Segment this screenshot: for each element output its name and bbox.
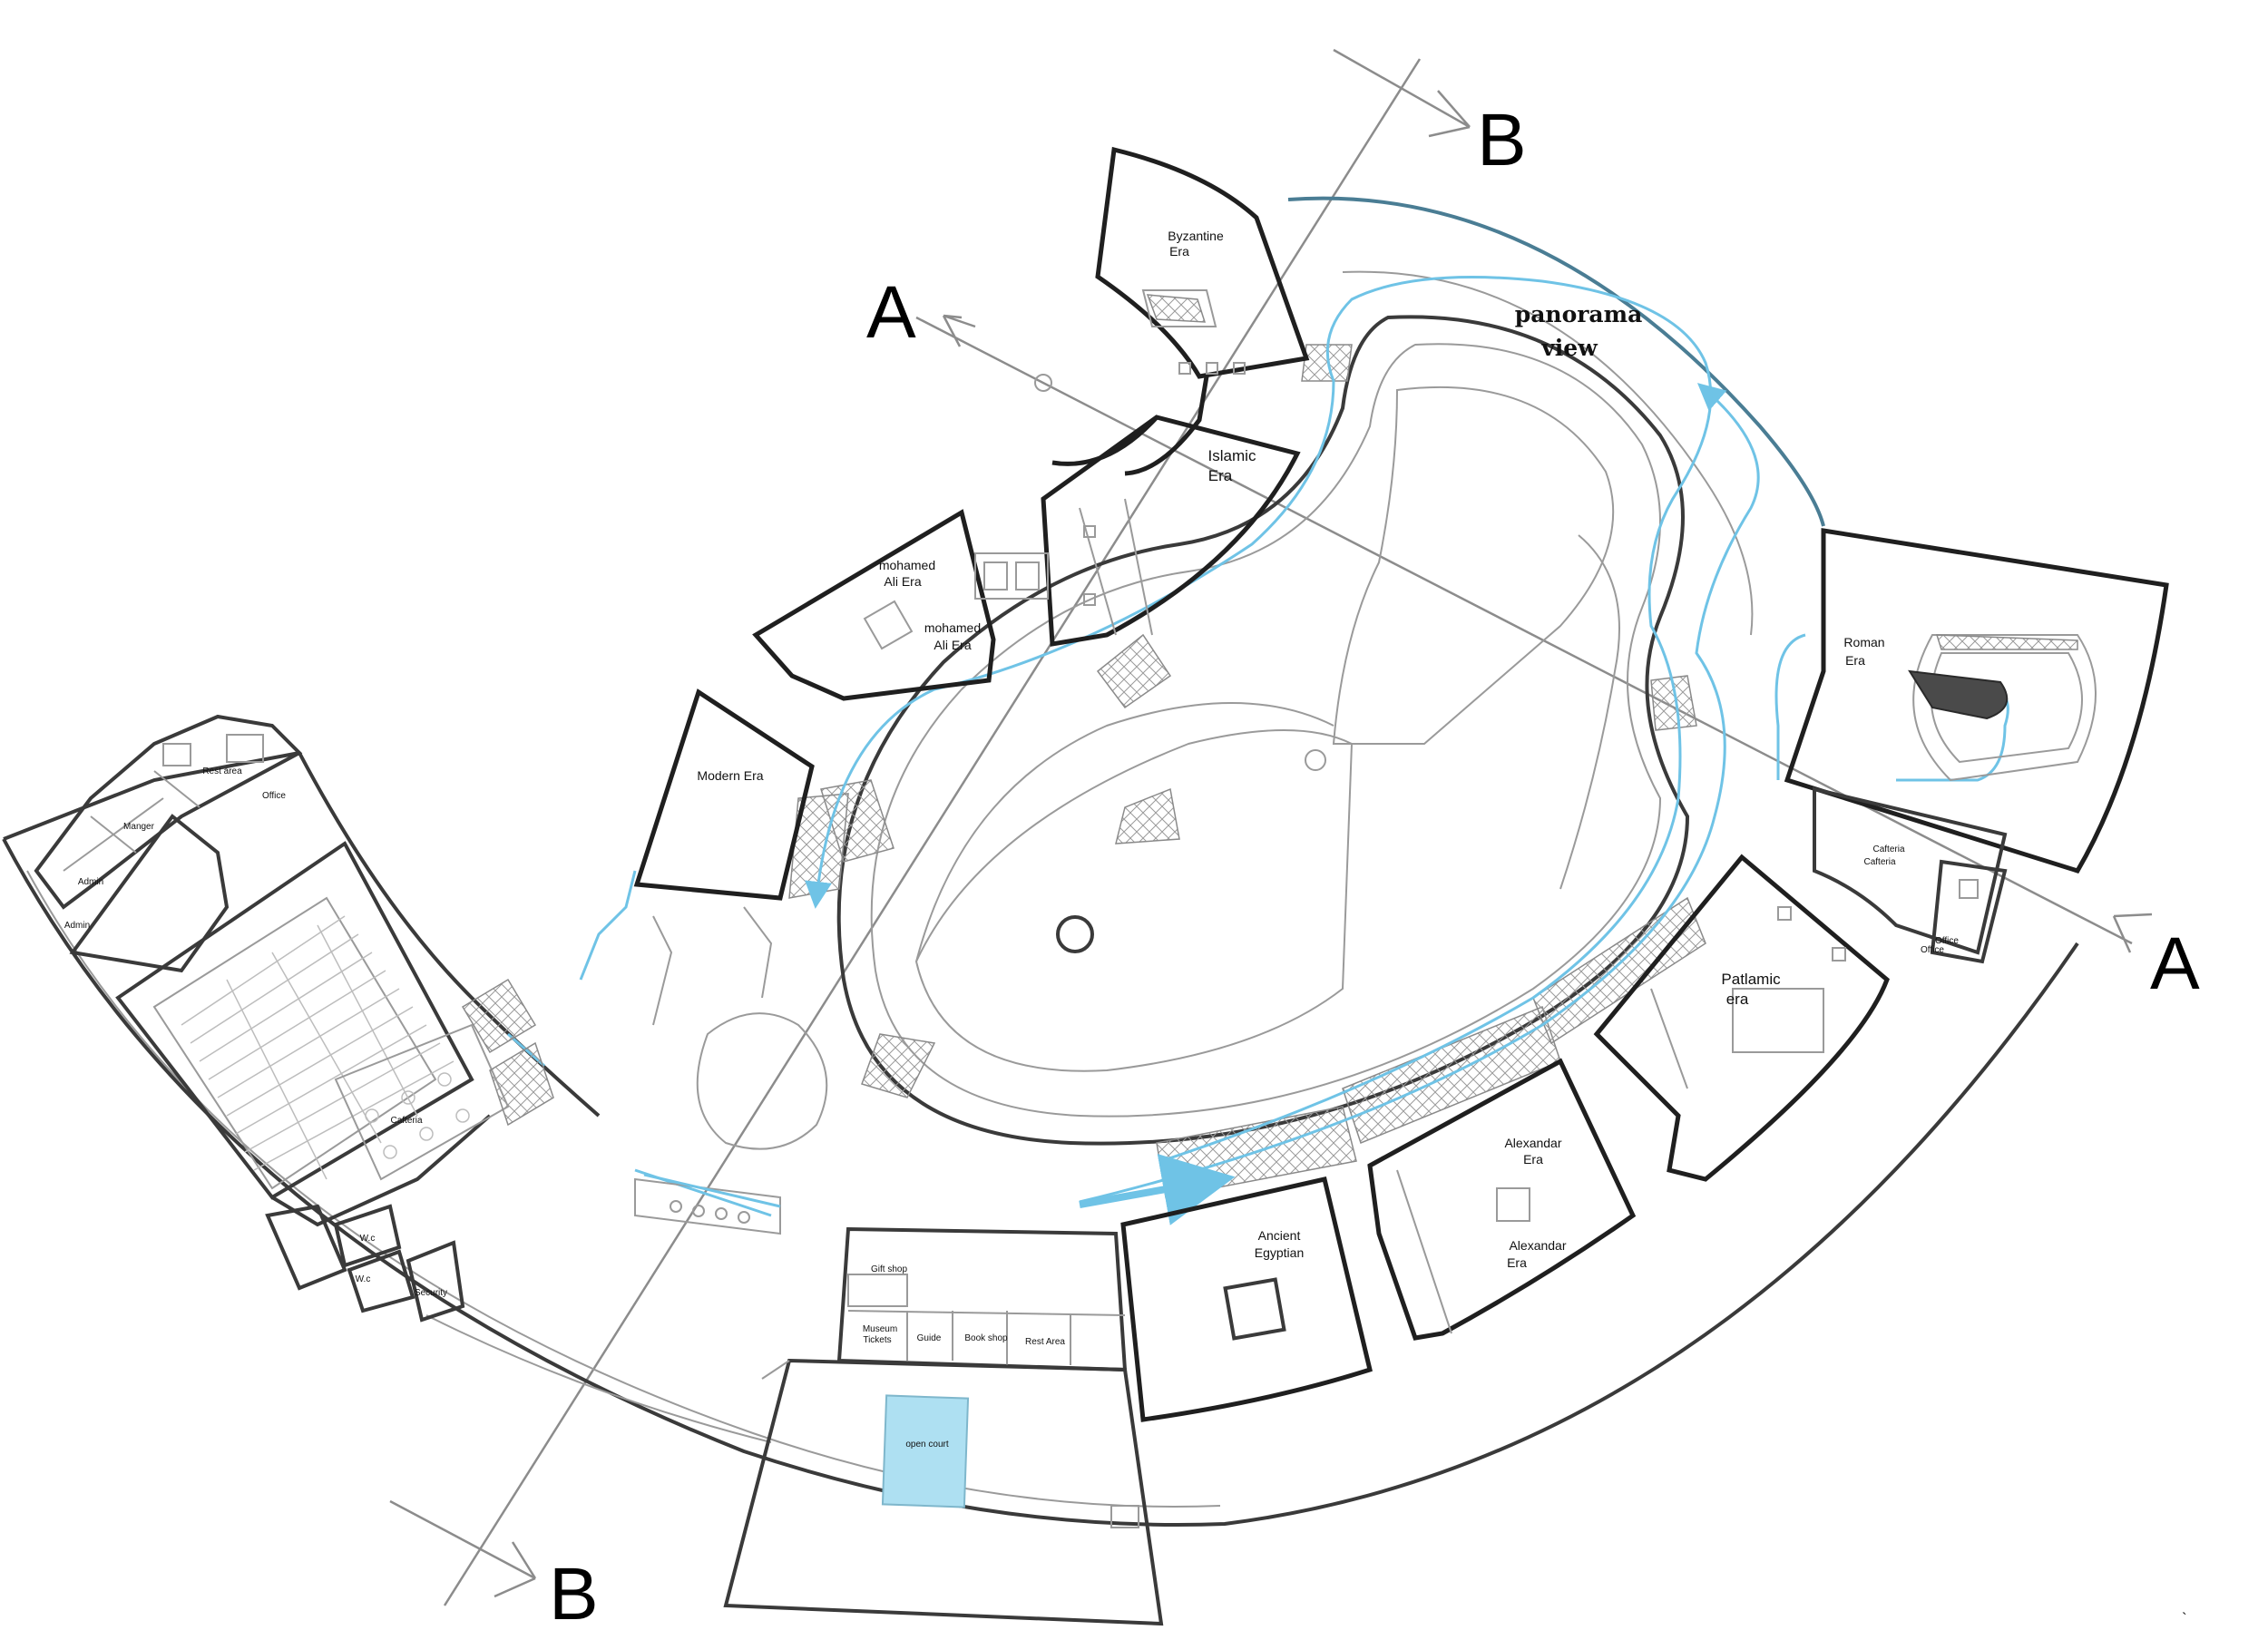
patlamic-label-2: era (1726, 991, 1749, 1008)
central-garden (836, 315, 1690, 1146)
panorama-label-2: view (1540, 335, 1598, 361)
cafeteria-right-label-2: Cafteria (1863, 857, 1895, 867)
svg-text:Islamic: Islamic (1208, 447, 1256, 464)
office-admin-label: Office (262, 791, 286, 801)
section-line-a (915, 314, 2153, 953)
svg-text:Egyptian: Egyptian (1255, 1245, 1304, 1260)
modern-era-wing: Modern Era (633, 688, 815, 901)
byzantine-label-1: Byzantine (1168, 229, 1224, 243)
svg-text:Museum: Museum (863, 1324, 897, 1334)
auditorium-seating (181, 915, 455, 1180)
admin-wing: Rest area Office Manger Admin Admin (34, 714, 303, 931)
svg-text:Era: Era (1169, 244, 1189, 259)
open-court-area: open court (723, 1358, 1164, 1626)
right-service-block: Cafteria Cafteria Office Office (1813, 786, 2008, 964)
section-b-label-bottom: B (549, 1553, 599, 1635)
byzantine-label-2: Era (1169, 244, 1189, 259)
svg-text:Patlamic: Patlamic (1721, 971, 1781, 988)
islamic-label-2: Era (1208, 467, 1233, 484)
wc-1-label: W.c (360, 1234, 376, 1244)
svg-text:Roman: Roman (1843, 635, 1884, 649)
section-line-b (389, 48, 1471, 1606)
office-right-label-1: Office (1921, 945, 1944, 955)
cafeteria-left-label: Cafteria (390, 1116, 422, 1126)
mohamed-ali-2-label-1: mohamed (924, 620, 981, 635)
rest-area-admin-label: Rest area (202, 766, 242, 776)
entrance-plaza (652, 906, 828, 1150)
open-court-label: open court (905, 1440, 948, 1450)
roman-era-wing: Roman Era (1784, 528, 2169, 874)
svg-text:Era: Era (1845, 653, 1865, 668)
modern-era-label: Modern Era (697, 768, 763, 783)
building-envelope (2, 196, 2079, 1527)
section-a-label-left: A (866, 271, 916, 354)
alexandar-2-label-2: Era (1507, 1255, 1527, 1270)
tickets-label-1: Museum (863, 1324, 897, 1334)
ancient-egyptian-label-1: Ancient (1258, 1228, 1301, 1243)
admin-label-1: Admin (78, 877, 103, 887)
alexandar-era-wing: Alexandar Era Alexandar Era (1367, 1058, 1637, 1341)
ancient-egyptian-wing: Ancient Egyptian (1120, 1176, 1373, 1422)
tickets-label-2: Tickets (863, 1335, 891, 1345)
islamic-label-1: Islamic (1208, 447, 1256, 464)
cafeteria-right-label-1: Cafteria (1872, 844, 1904, 854)
entrance-services: Gift shop Museum Tickets Guide Book shop… (634, 1173, 1128, 1372)
stray-mark: ` (2182, 1610, 2187, 1627)
byzantine-era-wing: Byzantine Era (1095, 146, 1310, 476)
svg-text:Ali Era: Ali Era (934, 638, 971, 652)
ancient-egyptian-label-2: Egyptian (1255, 1245, 1304, 1260)
svg-text:mohamed: mohamed (924, 620, 981, 635)
svg-text:Ancient: Ancient (1258, 1228, 1301, 1243)
guide-label: Guide (917, 1333, 942, 1343)
roman-label-1: Roman (1843, 635, 1884, 649)
alexandar-2-label-1: Alexandar (1509, 1238, 1566, 1253)
svg-text:Era: Era (1507, 1255, 1527, 1270)
roman-label-2: Era (1845, 653, 1865, 668)
section-b-label-top: B (1477, 99, 1527, 181)
auditorium-wing: Cafteria W.c W.c Security (69, 814, 554, 1323)
svg-text:Alexandar: Alexandar (1509, 1238, 1566, 1253)
svg-text:mohamed: mohamed (879, 558, 935, 572)
svg-text:Era: Era (1208, 467, 1233, 484)
svg-text:Alexandar: Alexandar (1504, 1136, 1561, 1150)
rest-area-label: Rest Area (1025, 1337, 1065, 1347)
office-right-label-2: Office (1935, 936, 1959, 946)
book-shop-label: Book shop (964, 1333, 1008, 1343)
mohamed-ali-era-wing: mohamed Ali Era mohamed Ali Era (752, 509, 1049, 701)
alexandar-1-label-2: Era (1523, 1152, 1543, 1167)
svg-text:Byzantine: Byzantine (1168, 229, 1224, 243)
panorama-label-1: panorama (1515, 301, 1643, 327)
section-a-label-right: A (2150, 922, 2200, 1005)
islamic-era-wing: Islamic Era (1041, 415, 1301, 647)
svg-text:Tickets: Tickets (863, 1335, 891, 1345)
gift-shop-label: Gift shop (871, 1264, 907, 1274)
wc-2-label: W.c (356, 1274, 371, 1284)
manager-label: Manger (123, 822, 155, 832)
admin-label-2: Admin (64, 921, 90, 931)
mohamed-ali-1-label-1: mohamed (879, 558, 935, 572)
mohamed-ali-2-label-2: Ali Era (934, 638, 971, 652)
patlamic-era-wing: Patlamic era (1593, 854, 1890, 1182)
ramps (788, 344, 1706, 1198)
garden-feature-circle (1056, 915, 1094, 953)
svg-text:era: era (1726, 991, 1749, 1008)
open-court-pool (881, 1394, 970, 1508)
cafeteria-left-tables (365, 1072, 470, 1159)
mohamed-ali-1-label-2: Ali Era (884, 574, 921, 589)
svg-text:Era: Era (1523, 1152, 1543, 1167)
svg-text:Ali Era: Ali Era (884, 574, 921, 589)
roman-display-object (1908, 669, 2009, 720)
security-label: Security (415, 1288, 447, 1298)
alexandar-1-label-1: Alexandar (1504, 1136, 1561, 1150)
visitor-route (507, 276, 2009, 1225)
patlamic-label-1: Patlamic (1721, 971, 1781, 988)
